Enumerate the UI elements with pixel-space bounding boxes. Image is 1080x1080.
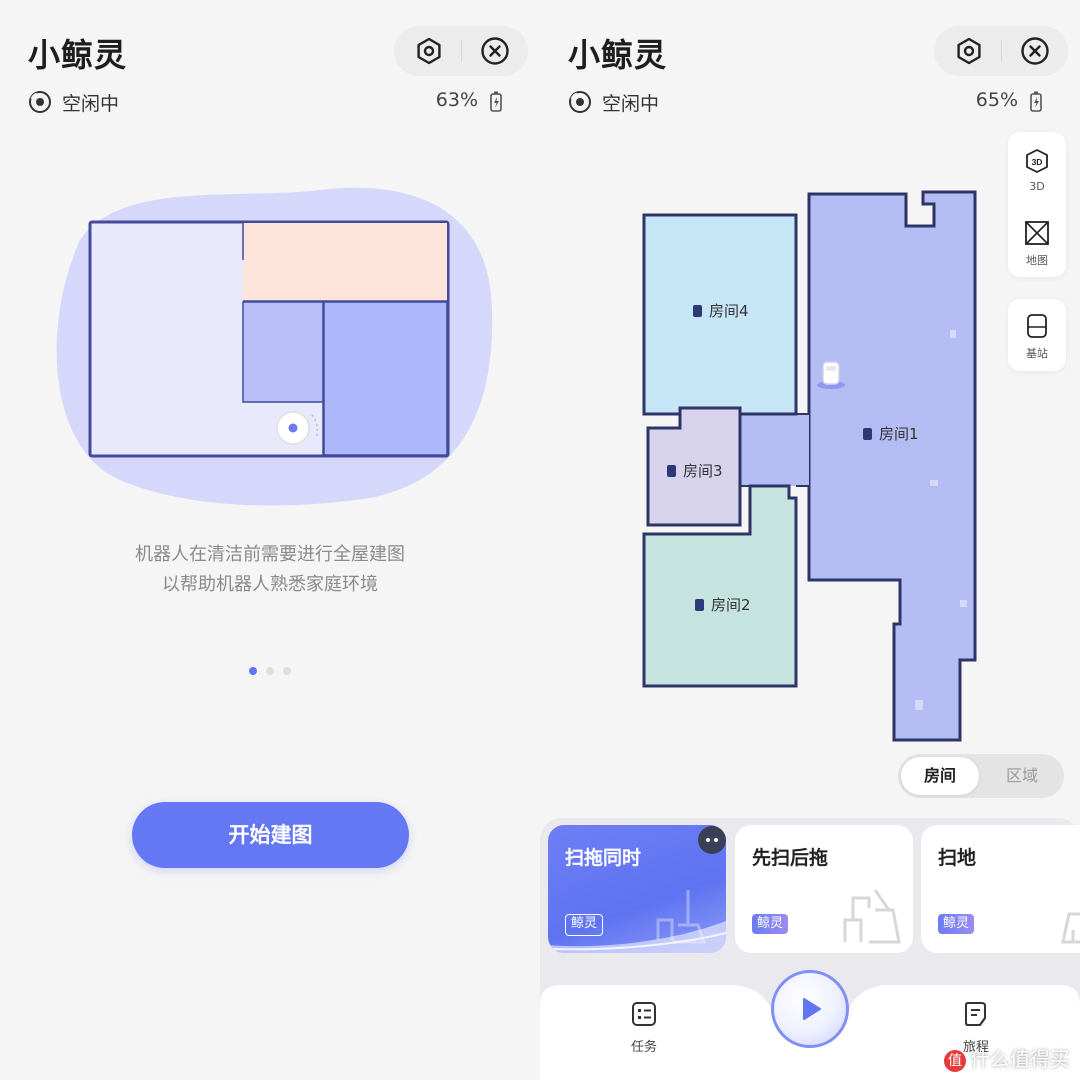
card-wave <box>548 921 726 953</box>
pill-divider <box>1001 40 1002 62</box>
bottom-nav: 任务 旅程 <box>540 985 1080 1080</box>
room-4-area <box>642 213 798 416</box>
settings-icon <box>417 37 441 65</box>
status-row: 空闲中 63% <box>28 88 508 116</box>
close-icon <box>481 37 509 65</box>
station-tool: 基站 <box>1008 299 1066 371</box>
base-station-icon <box>1027 314 1047 338</box>
nav-tasks[interactable]: 任务 <box>604 1000 684 1055</box>
mode-card-sweep[interactable]: 扫地 鲸灵 <box>921 825 1080 953</box>
robot-status-icon <box>569 91 591 113</box>
description-line-1: 机器人在清洁前需要进行全屋建图 <box>135 544 405 565</box>
door-icon <box>863 428 872 440</box>
svg-text:3D: 3D <box>1032 157 1043 167</box>
settings-button[interactable] <box>953 35 985 67</box>
top-actions <box>934 26 1068 76</box>
house-map-illustration <box>56 187 493 506</box>
room-4-label[interactable]: 房间4 <box>693 300 749 321</box>
close-button[interactable] <box>1019 35 1051 67</box>
mode-card-sweep-then-mop[interactable]: 先扫后拖 鲸灵 <box>735 825 913 953</box>
app-title: 小鲸灵 <box>568 36 668 74</box>
map-icon <box>1025 221 1049 245</box>
pager-dot <box>266 667 274 675</box>
battery-icon <box>490 91 502 112</box>
selection-mode-toggle: 房间 区域 <box>898 754 1064 798</box>
play-icon <box>803 998 821 1020</box>
door-icon <box>695 599 704 611</box>
nav-journey[interactable]: 旅程 <box>936 1000 1016 1055</box>
segment-room[interactable]: 房间 <box>901 757 979 795</box>
room-3-area <box>646 406 742 527</box>
door-icon <box>667 465 676 477</box>
room-1-label[interactable]: 房间1 <box>863 423 919 444</box>
room-2-area <box>642 484 798 688</box>
description-line-2: 以帮助机器人熟悉家庭环境 <box>162 574 378 595</box>
room-1-area <box>807 190 977 742</box>
battery-icon <box>1030 91 1042 112</box>
floor-map[interactable]: 房间4 房间1 房间3 房间2 <box>630 180 990 760</box>
sweep-then-mop-icon <box>843 889 901 944</box>
pager-dot <box>249 667 257 675</box>
status-text: 空闲中 <box>62 93 120 115</box>
view-3d-button[interactable]: 3D 3D <box>1008 136 1066 204</box>
broom-icon <box>1061 912 1080 944</box>
dot <box>706 838 710 842</box>
settings-icon <box>957 37 981 65</box>
app-title: 小鲸灵 <box>28 36 128 74</box>
brand-badge: 鲸灵 <box>565 914 604 936</box>
watermark-logo-icon: 值 <box>944 1050 966 1072</box>
task-list-icon <box>632 1002 656 1026</box>
right-screen: 小鲸灵 空闲中 65% <box>540 0 1080 1080</box>
brand-badge: 鲸灵 <box>752 914 789 934</box>
base-station-button[interactable]: 基站 <box>1008 301 1066 369</box>
pager-dot <box>283 667 291 675</box>
map-tools: 3D 3D 地图 <box>1008 132 1066 277</box>
battery-level: 63% <box>435 89 478 111</box>
settings-button[interactable] <box>413 35 445 67</box>
3d-cube-icon: 3D <box>1026 149 1048 173</box>
floor-map-canvas <box>642 190 977 742</box>
segment-zone[interactable]: 区域 <box>1005 766 1038 785</box>
robot-status-icon <box>29 91 51 113</box>
top-actions <box>394 26 528 76</box>
more-options-button[interactable] <box>698 826 726 854</box>
watermark: 值什么值得买 <box>944 1043 1070 1072</box>
room-3-label[interactable]: 房间3 <box>667 460 723 481</box>
room-2-label[interactable]: 房间2 <box>695 594 751 615</box>
left-screen: 小鲸灵 空闲中 63% <box>28 26 528 868</box>
journey-icon <box>965 1002 986 1026</box>
dot <box>714 838 718 842</box>
door-icon <box>693 305 702 317</box>
status-row: 空闲中 65% <box>568 88 1048 116</box>
corridor-area <box>740 414 809 486</box>
close-button[interactable] <box>479 35 511 67</box>
battery-level: 65% <box>975 89 1018 111</box>
brand-badge: 鲸灵 <box>938 914 975 934</box>
map-view-button[interactable]: 地图 <box>1008 208 1066 276</box>
start-cleaning-button[interactable] <box>771 970 849 1048</box>
status-text: 空闲中 <box>602 93 660 115</box>
pager-dots <box>249 667 293 677</box>
close-icon <box>1021 37 1049 65</box>
pill-divider <box>461 40 462 62</box>
start-mapping-button[interactable]: 开始建图 <box>132 802 409 868</box>
mode-card-sweep-mop[interactable]: 扫拖同时 鲸灵 <box>548 825 726 953</box>
